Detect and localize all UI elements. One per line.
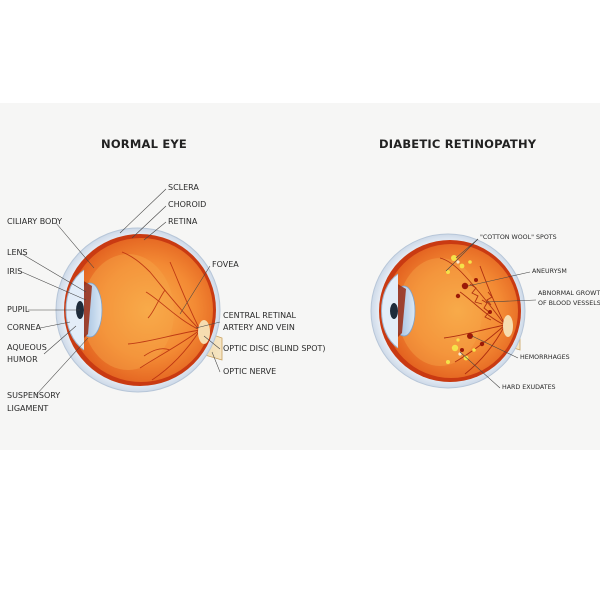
label-cornea: CORNEA [7, 323, 41, 332]
diabetic-iris-shape [396, 283, 406, 339]
retina-shape [69, 238, 213, 382]
diabetic-retinopathy-title: DIABETIC RETINOPATHY [379, 137, 537, 151]
label-retina: RETINA [168, 217, 198, 226]
label-cotton-wool-spots: "COTTON WOOL" SPOTS [480, 234, 557, 241]
leader-lines [21, 188, 537, 396]
label-fovea: FOVEA [212, 260, 239, 269]
label-choroid: CHOROID [168, 200, 207, 209]
label-central-retinal-line2: ARTERY AND VEIN [223, 323, 295, 332]
label-hard-exudates: HARD EXUDATES [502, 384, 556, 391]
label-hemorrhages: HEMORRHAGES [520, 354, 570, 361]
label-aqueous-humor-line2: HUMOR [7, 355, 38, 364]
abnormal-vessels [439, 257, 506, 375]
label-aqueous-humor-line1: AQUEOUS [7, 343, 47, 352]
label-suspensory-line2: LIGAMENT [7, 404, 49, 413]
diabetic-eye [370, 233, 526, 389]
label-optic-disc: OPTIC DISC (BLIND SPOT) [223, 344, 326, 353]
label-aneurysm: ANEURYSM [532, 268, 567, 275]
label-ciliary-body: CILIARY BODY [7, 217, 62, 226]
normal-eye [55, 227, 223, 393]
label-iris: IRIS [7, 267, 23, 276]
diabetic-cornea-shape [381, 273, 399, 349]
label-sclera: SCLERA [168, 183, 199, 192]
label-optic-nerve: OPTIC NERVE [223, 367, 277, 376]
label-central-retinal-line1: CENTRAL RETINAL [223, 311, 296, 320]
normal-eye-title: NORMAL EYE [101, 137, 187, 151]
exudate-spots [446, 255, 476, 364]
hemorrhage-spots [455, 278, 492, 352]
label-suspensory-line1: SUSPENSORY [7, 391, 61, 400]
blood-vessels [121, 251, 201, 381]
cotton-wool-spots [456, 260, 462, 356]
label-abnormal-growth-line1: ABNORMAL GROWTH [538, 290, 600, 297]
label-lens: LENS [7, 248, 28, 257]
diabetic-optic-disc-shape [503, 315, 513, 337]
label-pupil: PUPIL [7, 305, 30, 314]
optic-disc-shape [198, 320, 210, 344]
label-abnormal-growth-line2: OF BLOOD VESSELS [538, 300, 600, 307]
diabetic-pupil-shape [390, 303, 398, 319]
iris-shape [82, 280, 92, 340]
